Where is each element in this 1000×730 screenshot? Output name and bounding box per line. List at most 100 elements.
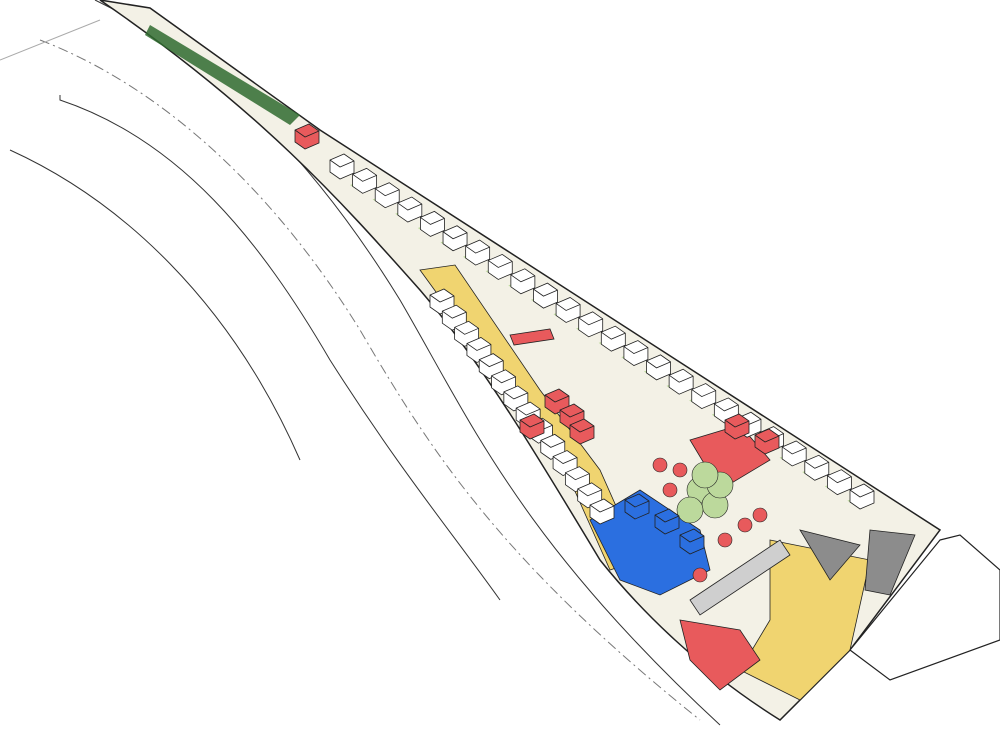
house (668, 368, 694, 395)
house (544, 388, 570, 415)
house-roof-line (679, 534, 705, 543)
house-roof-line (533, 288, 558, 297)
house-roof-line (429, 294, 455, 303)
house (724, 413, 750, 440)
house (679, 528, 705, 555)
house (420, 210, 445, 237)
house (646, 354, 671, 381)
house-roof-line (724, 419, 750, 428)
house (397, 196, 423, 223)
house (442, 225, 468, 252)
red-bench (509, 328, 555, 346)
house-roof-line (454, 326, 479, 335)
house (600, 325, 626, 352)
house (374, 182, 400, 209)
house-roof-line (646, 360, 671, 369)
house (519, 413, 545, 440)
house (569, 418, 595, 445)
house (754, 428, 780, 455)
house-roof-line (624, 499, 650, 508)
house-roof-line (578, 317, 603, 326)
house (555, 297, 581, 323)
house-roof-line (781, 446, 807, 455)
house-roof-line (559, 409, 585, 418)
house (826, 469, 852, 496)
rail-strip (145, 25, 300, 125)
house-roof-line (668, 374, 694, 383)
site (99, 0, 942, 721)
house-roof-line (552, 456, 578, 464)
house-roof-line (519, 419, 545, 428)
house (691, 383, 717, 410)
house (487, 253, 513, 280)
house (781, 440, 807, 467)
house-roof-line (601, 331, 626, 340)
house-roof-line (420, 217, 445, 225)
house (491, 369, 516, 396)
house-roof-line (374, 188, 400, 197)
house (352, 167, 378, 194)
house-roof-line (540, 440, 565, 448)
road-edge (9, 149, 301, 461)
house-roof-line (352, 174, 377, 182)
house-roof-line (691, 389, 716, 398)
blue-zone (589, 489, 711, 596)
house-roof-line (754, 434, 780, 443)
grey-shelter (799, 529, 861, 581)
house (533, 282, 558, 309)
house (510, 268, 536, 295)
house-roof-line (479, 359, 504, 368)
umbrella (752, 507, 768, 523)
adjacent-building (849, 534, 1000, 681)
house-roof-line (515, 407, 541, 416)
tree-canopies (652, 457, 768, 583)
house-roof-line (654, 514, 680, 523)
house-roof-line (488, 260, 513, 268)
red-block (679, 619, 761, 691)
house-roof-line (565, 472, 590, 481)
umbrella (672, 462, 688, 478)
tree-canopy (676, 496, 704, 524)
road-edge (59, 95, 501, 601)
house-roof-line (510, 274, 536, 283)
umbrella (662, 482, 678, 498)
house-roof-line (849, 489, 875, 498)
house-roof-line (555, 303, 581, 311)
house-roof-line (491, 375, 516, 384)
umbrella (652, 457, 668, 473)
house (804, 454, 830, 481)
house (465, 239, 491, 266)
umbrella (737, 517, 753, 533)
house (589, 498, 615, 525)
umbrella (692, 567, 708, 583)
house-roof-line (397, 202, 422, 211)
house-roof-line (589, 504, 615, 513)
road-centerline (39, 39, 701, 721)
house (294, 123, 320, 150)
house (578, 311, 604, 338)
house-roof-line (804, 460, 829, 469)
house (623, 340, 649, 366)
house-roof-line (442, 310, 467, 319)
house-roof-line (577, 488, 602, 497)
house-roof-line (714, 403, 739, 412)
grey-wall (689, 539, 791, 616)
house-roof-line (294, 129, 320, 138)
umbrella (717, 532, 733, 548)
house-roof-line (623, 346, 649, 354)
house-roof-line (329, 159, 355, 168)
grey-shelter (864, 529, 916, 596)
house (624, 493, 650, 520)
house (654, 508, 680, 535)
road-edge (0, 19, 101, 61)
house-roof-line (827, 475, 852, 484)
red-structures (294, 123, 780, 555)
tree-canopy (691, 461, 719, 489)
house-roof-line (465, 245, 490, 254)
house-roof-line (569, 424, 595, 433)
house-roof-line (442, 231, 468, 240)
house-roof-line (503, 391, 529, 400)
house (849, 483, 875, 510)
house-roof-line (466, 343, 492, 351)
